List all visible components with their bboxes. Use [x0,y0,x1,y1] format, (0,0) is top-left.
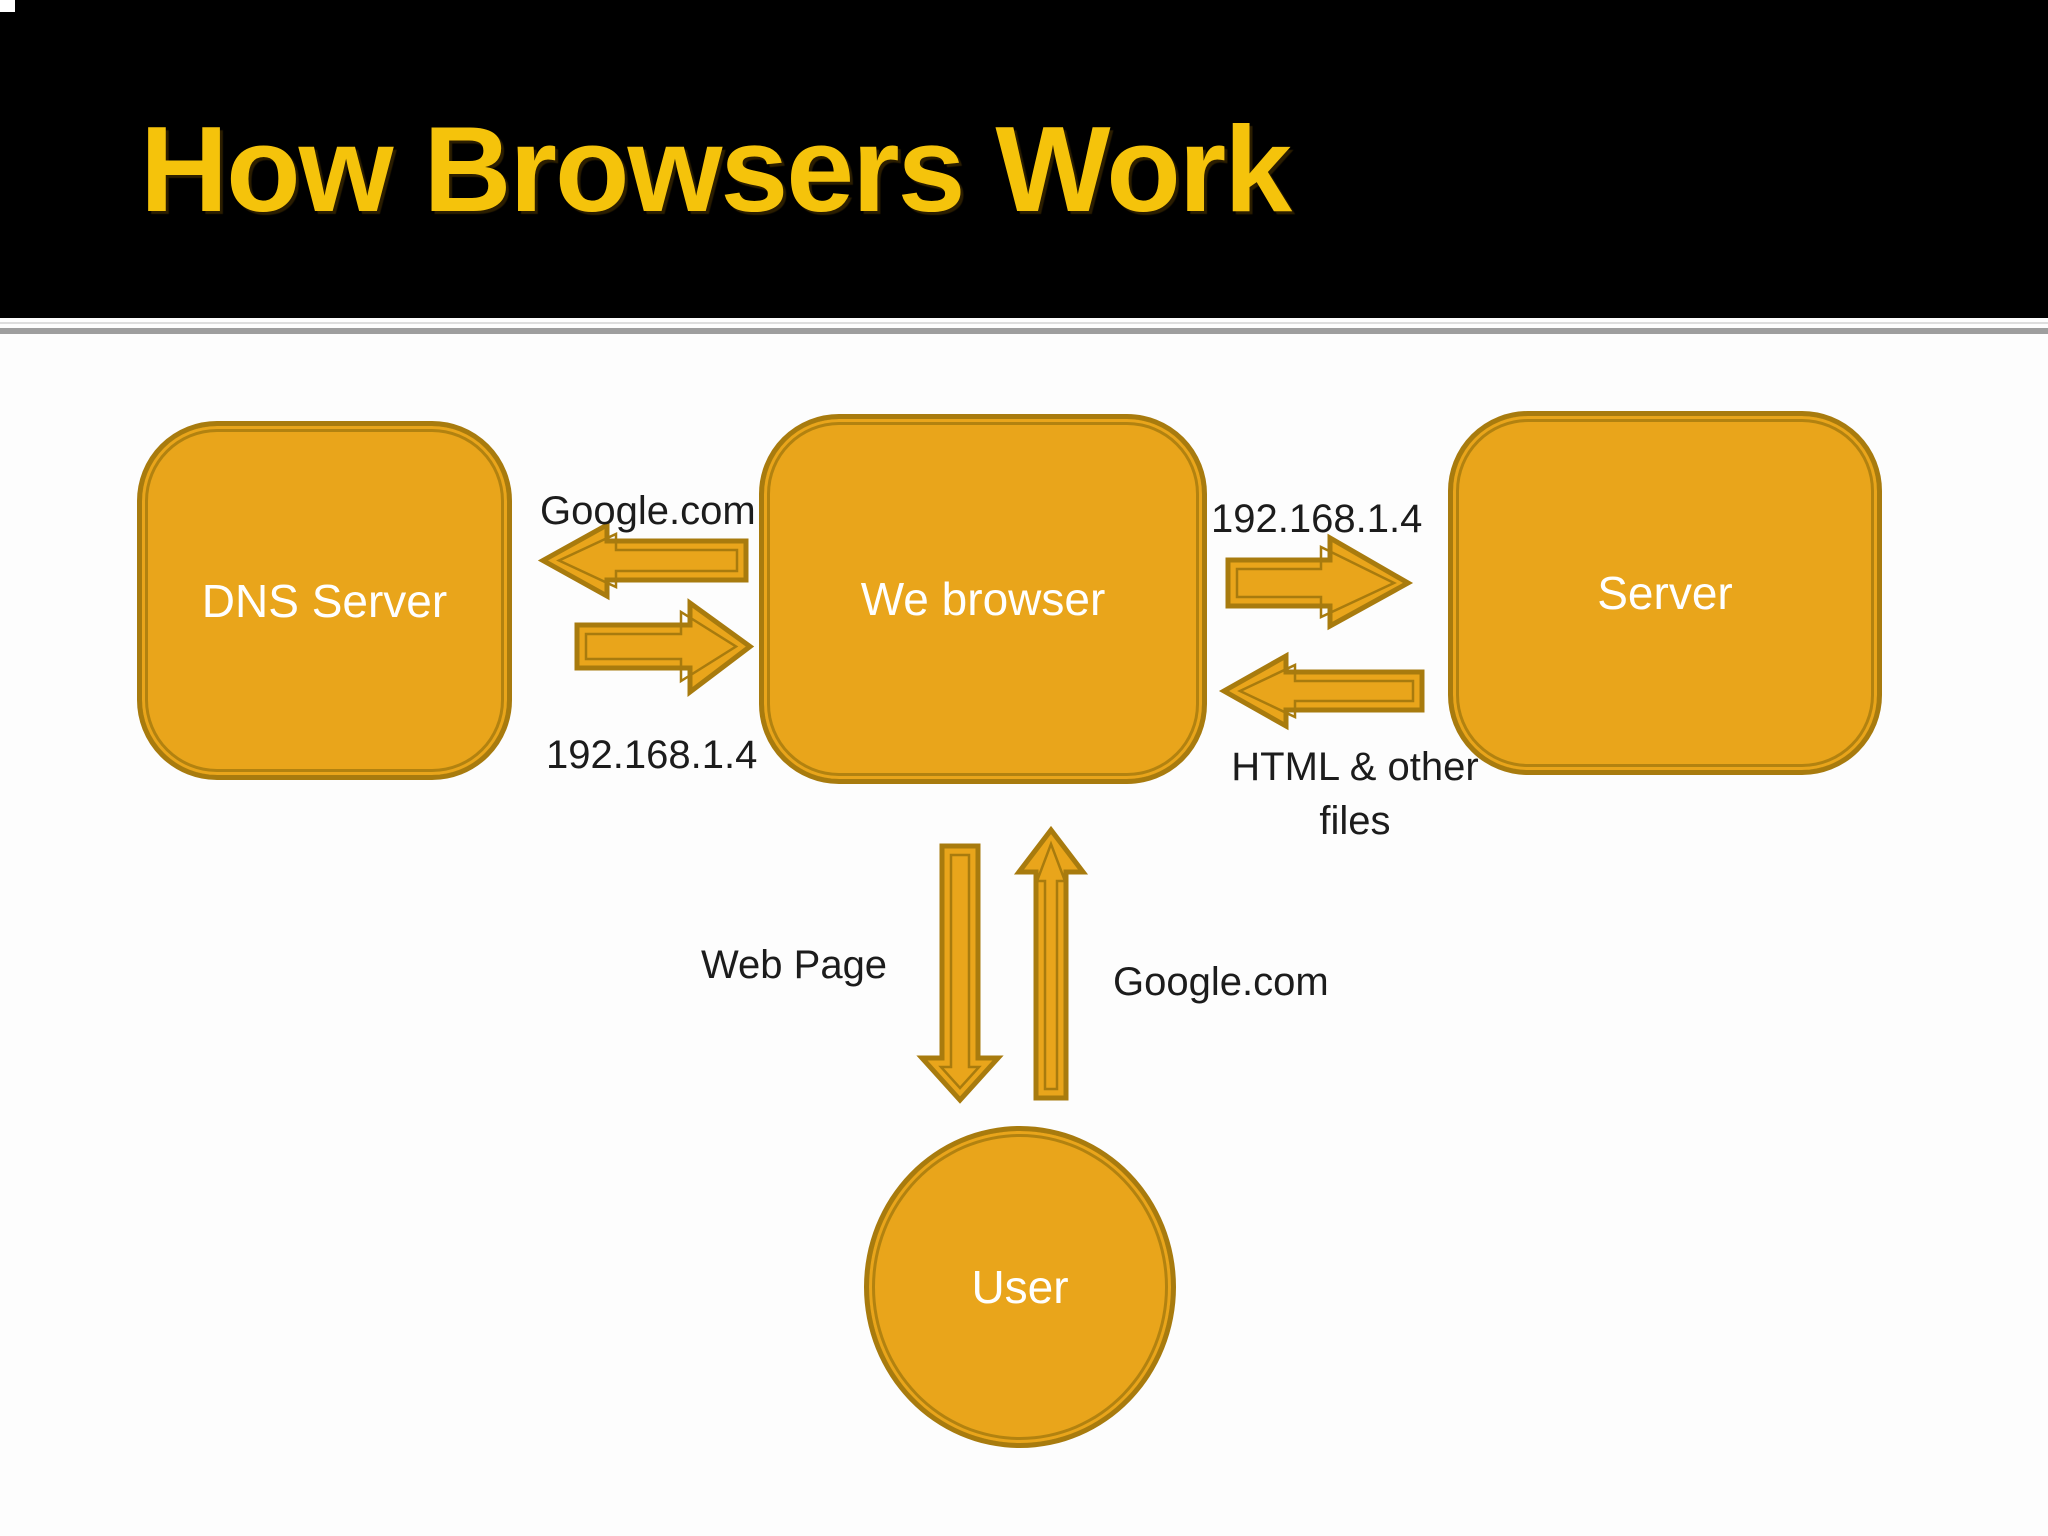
arrow-left-icon [1218,651,1425,731]
edge-label-ip-to-server: 192.168.1.4 [1211,497,1423,541]
edge-label-html-files: HTML & other files [1231,745,1479,843]
arrow-right-icon [574,598,755,698]
node-user-label: User [971,1261,1069,1313]
node-dns-server-label: DNS Server [201,574,448,627]
node-server-label: Server [1597,567,1733,619]
header-divider-light [0,322,2048,324]
node-server: Server [1448,411,1882,775]
header-divider [0,328,2048,334]
corner-notch [0,0,15,12]
node-web-browser-label: We browser [860,573,1106,625]
edge-label-google-from-user: Google.com [1113,960,1329,1004]
edge-label-ip-from-dns: 192.168.1.4 [546,733,758,777]
arrow-up-icon [1013,825,1089,1101]
title-banner: How Browsers Work [0,0,2048,318]
arrow-right-icon [1225,533,1414,631]
node-user: User [864,1126,1176,1448]
arrow-down-icon [916,843,1004,1104]
slide-title: How Browsers Work [140,101,1292,237]
edge-label-google-to-dns: Google.com [540,489,756,533]
edge-label-web-page: Web Page [701,943,888,987]
node-dns-server: DNS Server [137,421,512,780]
node-web-browser: We browser [759,414,1207,784]
